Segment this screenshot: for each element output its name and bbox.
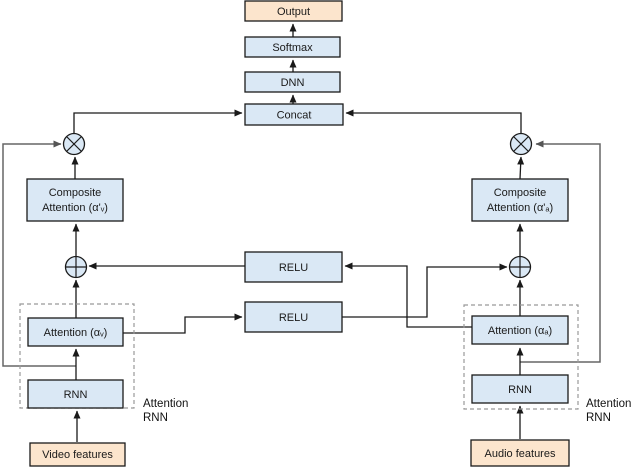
audio-rnn-box: RNN <box>471 374 569 404</box>
video-composite-attention-label-line2: Attention (α'ᵥ) <box>42 202 108 214</box>
audio-multiply-node-icon <box>509 132 533 156</box>
video-composite-attention-box: Composite Attention (α'ᵥ) <box>26 178 124 222</box>
softmax-label: Softmax <box>272 42 313 54</box>
edge-relu-bottom-to-audio-add <box>342 263 508 318</box>
audio-group-label: Attention RNN <box>586 398 631 424</box>
video-rnn-box: RNN <box>27 379 124 409</box>
audio-add-node-icon <box>508 255 532 279</box>
video-composite-attention-label-line1: Composite <box>49 187 102 199</box>
video-group-label-line1: Attention <box>143 398 188 410</box>
relu-top-label: RELU <box>279 262 308 274</box>
video-features-label: Video features <box>42 449 113 461</box>
video-multiply-node-icon <box>62 132 86 156</box>
relu-bottom-label: RELU <box>279 312 308 324</box>
audio-composite-attention-label-line1: Composite <box>494 187 547 199</box>
output-label: Output <box>277 6 310 18</box>
video-features-box: Video features <box>29 442 126 467</box>
video-rnn-label: RNN <box>64 389 88 401</box>
audio-composite-attention-box: Composite Attention (α'ₐ) <box>471 178 569 222</box>
audio-features-box: Audio features <box>470 439 570 467</box>
video-group-label-line2: RNN <box>143 412 168 424</box>
relu-bottom-box: RELU <box>244 301 343 333</box>
output-box: Output <box>244 0 343 22</box>
audio-composite-attention-label-line2: Attention (α'ₐ) <box>487 202 553 214</box>
concat-box: Concat <box>244 103 344 126</box>
audio-rnn-label: RNN <box>508 384 532 396</box>
audio-attention-box: Attention (αₐ) <box>471 315 569 345</box>
edge-audio-composite-to-multiply <box>517 156 525 180</box>
relu-top-box: RELU <box>244 251 343 283</box>
audio-attention-label: Attention (αₐ) <box>488 325 552 337</box>
audio-features-label: Audio features <box>485 448 556 460</box>
dnn-label: DNN <box>281 77 305 89</box>
edge-video-multiply-to-concat <box>73 109 243 134</box>
concat-label: Concat <box>277 110 312 122</box>
audio-group-label-line1: Attention <box>586 398 631 410</box>
audio-attention-rnn-group <box>463 304 579 410</box>
edge-video-attention-to-relu-bottom <box>123 313 243 334</box>
video-add-node-icon <box>64 255 88 279</box>
audio-group-label-line2: RNN <box>586 412 611 424</box>
video-group-label: Attention RNN <box>143 398 188 424</box>
softmax-box: Softmax <box>244 36 341 58</box>
video-attention-box: Attention (αᵥ) <box>27 317 124 347</box>
edge-audio-multiply-to-concat <box>345 109 522 134</box>
edge-audio-rnn-feedback-to-multiply <box>520 140 601 363</box>
video-attention-label: Attention (αᵥ) <box>44 327 108 339</box>
dnn-box: DNN <box>244 71 341 93</box>
edge-audio-attention-to-relu-top <box>344 262 472 328</box>
edge-video-rnn-feedback-to-multiply <box>2 140 76 367</box>
